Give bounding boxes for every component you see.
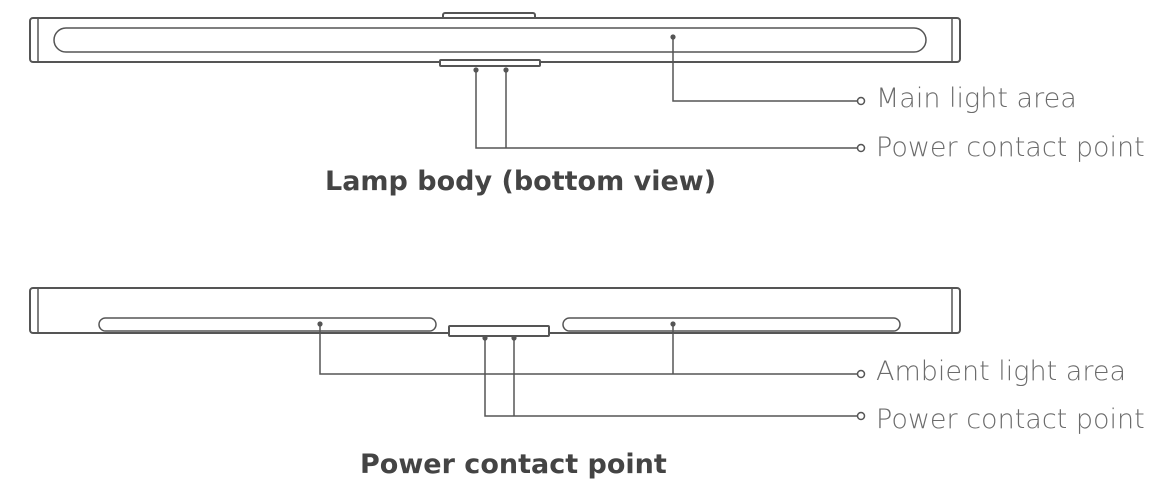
power-contact-2-leader-1 xyxy=(484,338,857,417)
main-light-area-leader xyxy=(672,37,857,102)
power-contact-2-end-ring xyxy=(856,411,866,421)
figure-lamp-body: Main light area Power contact point Lamp… xyxy=(29,12,1145,197)
main-light-area xyxy=(53,27,927,53)
power-contact-leader-1 xyxy=(475,70,857,149)
callout-power-contact-point-2: Power contact point xyxy=(876,404,1145,435)
contact-block-2 xyxy=(448,325,550,337)
ambient-light-area-left xyxy=(98,317,437,332)
ambient-light-leader xyxy=(319,324,857,375)
main-light-area-end-ring xyxy=(856,96,866,106)
power-contact-end-ring-1 xyxy=(856,143,866,153)
caption-power-contact: Power contact point xyxy=(360,449,667,480)
callout-main-light-area: Main light area xyxy=(876,83,1077,114)
callout-power-contact-point-1: Power contact point xyxy=(876,132,1145,163)
figure-power-contact: Ambient light area Power contact point P… xyxy=(29,287,1145,480)
callout-ambient-light-area: Ambient light area xyxy=(876,356,1126,387)
ambient-light-area-right xyxy=(562,317,901,332)
lamp-bar xyxy=(29,17,961,63)
ambient-light-end-ring xyxy=(856,369,866,379)
contact-block xyxy=(439,59,541,67)
caption-lamp-body: Lamp body (bottom view) xyxy=(325,166,716,197)
